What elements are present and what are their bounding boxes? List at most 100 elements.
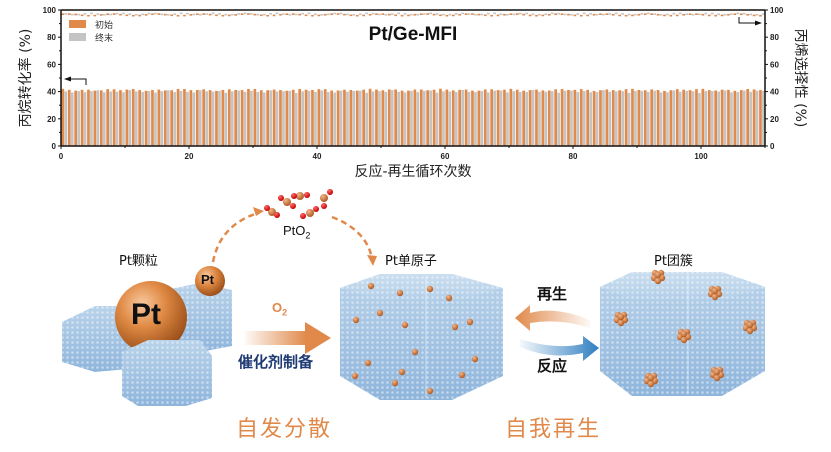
selectivity-mark-initial bbox=[375, 13, 378, 15]
zeolite-crystal-front bbox=[122, 340, 212, 406]
selectivity-mark-initial bbox=[131, 14, 135, 17]
bar-final bbox=[205, 91, 208, 146]
pt-single-atom bbox=[458, 371, 466, 379]
selectivity-mark-final bbox=[90, 12, 93, 15]
pt-cluster bbox=[613, 311, 629, 327]
bar-initial bbox=[541, 90, 545, 146]
bar-final bbox=[710, 91, 714, 146]
chart-title: Pt/Ge-MFI bbox=[369, 24, 458, 45]
pto2-label: PtO2 bbox=[283, 223, 310, 241]
bar-initial bbox=[304, 89, 308, 146]
selectivity-mark-initial bbox=[695, 13, 698, 15]
selectivity-mark-initial bbox=[368, 13, 372, 16]
bar-final bbox=[102, 92, 106, 146]
bar-final bbox=[448, 91, 452, 146]
catalyst-prep-label: 催化剂制备 bbox=[238, 353, 314, 371]
selectivity-mark-initial bbox=[291, 13, 295, 15]
selectivity-mark-final bbox=[371, 12, 375, 15]
selectivity-mark-final bbox=[659, 13, 663, 16]
selectivity-mark-initial bbox=[701, 13, 705, 16]
selectivity-mark-initial bbox=[74, 13, 77, 16]
bar-final bbox=[269, 90, 272, 146]
reaction-arrow bbox=[520, 336, 599, 361]
bar-initial bbox=[611, 90, 615, 146]
pt-single-atom bbox=[451, 323, 459, 331]
selectivity-mark-initial bbox=[138, 14, 141, 17]
selectivity-mark-final bbox=[186, 12, 189, 15]
bar-initial bbox=[131, 89, 135, 146]
selectivity-mark-final bbox=[666, 13, 669, 16]
bar-initial bbox=[67, 89, 71, 146]
bar-initial bbox=[317, 89, 321, 146]
selectivity-mark-final bbox=[589, 12, 592, 15]
selectivity-mark-final bbox=[717, 13, 720, 16]
selectivity-mark-initial bbox=[93, 14, 97, 17]
bar-final bbox=[518, 92, 522, 146]
selectivity-mark-final bbox=[685, 13, 688, 15]
bar-final bbox=[198, 90, 202, 146]
selectivity-mark-initial bbox=[125, 14, 129, 17]
selectivity-mark-final bbox=[333, 12, 336, 15]
bar-final bbox=[570, 90, 573, 146]
selectivity-mark-initial bbox=[349, 14, 353, 17]
bar-initial bbox=[311, 89, 314, 146]
bar-final bbox=[166, 90, 170, 146]
pt-single-atom bbox=[376, 309, 384, 317]
selectivity-mark-initial bbox=[752, 14, 756, 17]
selectivity-mark-final bbox=[173, 13, 176, 15]
selectivity-mark-final bbox=[352, 13, 356, 16]
selectivity-mark-final bbox=[262, 13, 266, 16]
selectivity-mark-final bbox=[646, 12, 650, 15]
bar-final bbox=[378, 91, 381, 146]
pt-big-label: Pt bbox=[131, 298, 161, 331]
bar-final bbox=[461, 89, 464, 146]
bar-final bbox=[256, 92, 260, 146]
bar-initial bbox=[682, 89, 685, 146]
y-left-tick-label: 40 bbox=[47, 88, 56, 97]
bar-final bbox=[595, 92, 599, 146]
selectivity-mark-final bbox=[122, 12, 125, 15]
selectivity-mark-initial bbox=[234, 14, 237, 16]
reaction-label: 反应 bbox=[537, 357, 568, 375]
bar-initial bbox=[477, 90, 481, 146]
selectivity-mark-final bbox=[461, 12, 464, 15]
cluster-label: Pt团簇 bbox=[654, 254, 693, 269]
selectivity-mark-final bbox=[109, 13, 112, 16]
selectivity-mark-final bbox=[557, 12, 560, 15]
selectivity-mark-final bbox=[736, 12, 740, 15]
mechanism-scheme: Pt颗粒 Pt Pt PtO2 O2 催化剂制备 Pt单原子 再生 反应 Pt团… bbox=[0, 185, 831, 452]
bar-final bbox=[582, 90, 586, 146]
x-tick-label: 80 bbox=[569, 152, 578, 161]
selectivity-mark-initial bbox=[317, 14, 321, 17]
bar-final bbox=[179, 91, 183, 146]
selectivity-mark-initial bbox=[535, 14, 538, 17]
bar-initial bbox=[93, 90, 97, 146]
bar-final bbox=[640, 90, 644, 146]
selectivity-mark-initial bbox=[445, 14, 449, 17]
selectivity-mark-final bbox=[378, 13, 381, 16]
bar-final bbox=[557, 92, 560, 146]
selectivity-mark-initial bbox=[99, 14, 103, 16]
bar-initial bbox=[215, 90, 218, 146]
selectivity-mark-final bbox=[154, 12, 157, 15]
bar-final bbox=[717, 91, 720, 146]
selectivity-mark-final bbox=[134, 13, 138, 16]
pt-single-atom bbox=[396, 289, 404, 297]
bar-initial bbox=[138, 90, 141, 146]
bar-final bbox=[589, 92, 592, 146]
pt-single-atoms bbox=[351, 282, 479, 395]
pt-cluster bbox=[650, 269, 666, 285]
bar-initial bbox=[259, 90, 263, 146]
bar-final bbox=[602, 90, 605, 146]
bar-final bbox=[646, 91, 650, 146]
bar-final bbox=[173, 92, 176, 146]
bar-final bbox=[109, 91, 112, 146]
selectivity-mark-final bbox=[499, 13, 503, 15]
bar-final bbox=[723, 90, 727, 146]
selectivity-mark-initial bbox=[266, 14, 269, 17]
bar-initial bbox=[554, 89, 557, 146]
bar-final bbox=[352, 90, 356, 146]
bar-initial bbox=[240, 90, 244, 146]
y-right-tick-label: 20 bbox=[770, 115, 779, 124]
selectivity-mark-initial bbox=[80, 14, 84, 17]
